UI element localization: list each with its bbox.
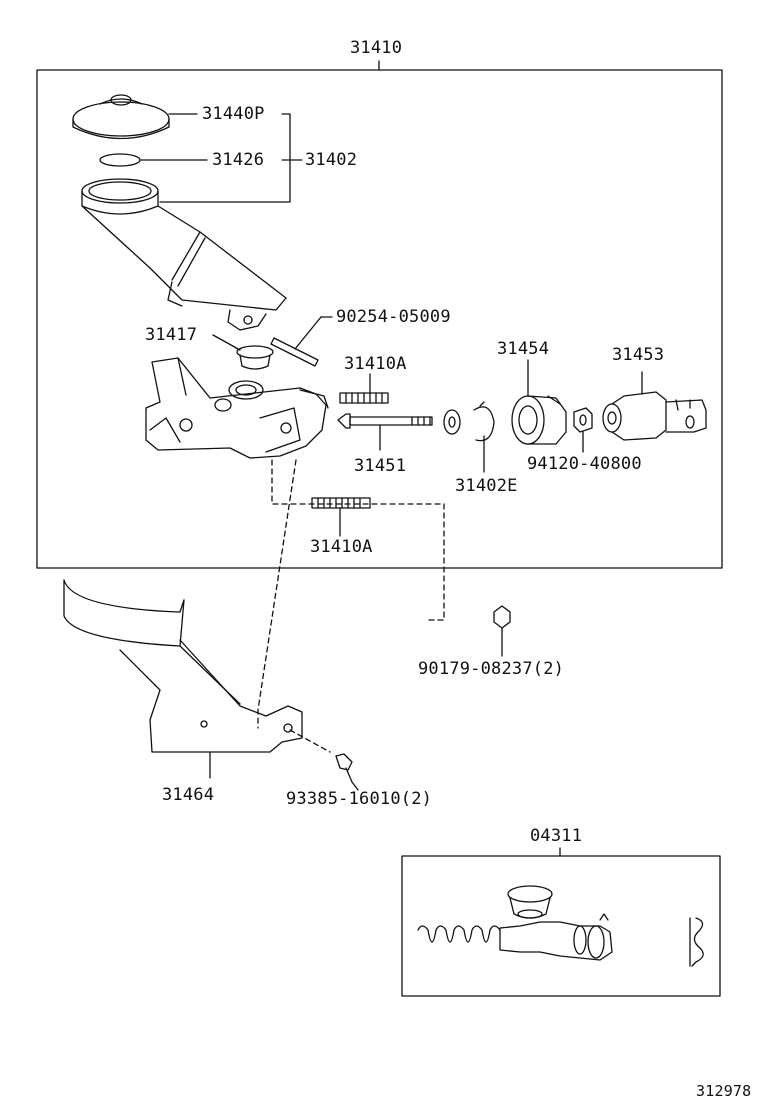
label-union-pin: 90254-05009 — [336, 307, 451, 327]
kit-frame — [401, 855, 721, 997]
main-group-label: 31410 — [350, 38, 403, 58]
union-pin-part — [270, 316, 333, 367]
label-stud-lower: 31410A — [310, 537, 373, 557]
label-snap-ring: 31402E — [455, 476, 518, 496]
label-reservoir-cap: 31440P — [202, 104, 265, 124]
cap-gasket-part — [99, 153, 141, 167]
label-mount-bolt: 93385-16010(2) — [286, 789, 433, 809]
stud-upper-part — [339, 373, 389, 404]
clevis-part — [602, 371, 707, 441]
label-rod-nut: 94120-40800 — [527, 454, 642, 474]
washer-part — [443, 409, 461, 435]
label-stud-upper: 31410A — [344, 354, 407, 374]
mount-bolt-part — [335, 753, 359, 791]
reservoir-cap-part — [72, 94, 198, 140]
snap-ring-part — [473, 401, 495, 442]
label-push-rod-boot: 31454 — [497, 339, 550, 359]
push-rod-part — [337, 413, 433, 451]
push-rod-boot-part — [511, 359, 567, 445]
mounting-dashed-lines — [257, 459, 445, 753]
label-cap-gasket: 31426 — [212, 150, 265, 170]
label-bracket: 31464 — [162, 785, 215, 805]
label-push-rod: 31451 — [354, 456, 407, 476]
stud-lower-part — [311, 497, 371, 537]
mount-nut-part — [493, 605, 511, 657]
master-cylinder-body-part — [145, 357, 329, 459]
kit-contents-part — [417, 885, 704, 967]
label-reservoir-set: 31402 — [305, 150, 358, 170]
diagram-id-label: 312978 — [696, 1082, 752, 1100]
kit-group-label: 04311 — [530, 826, 583, 846]
grommet-part — [212, 334, 274, 370]
reservoir-body-part — [81, 178, 287, 331]
rod-nut-part — [573, 407, 593, 453]
bracket-part — [63, 579, 303, 779]
label-mount-nut: 90179-08237(2) — [418, 659, 565, 679]
label-clevis: 31453 — [612, 345, 665, 365]
label-grommet: 31417 — [145, 325, 198, 345]
